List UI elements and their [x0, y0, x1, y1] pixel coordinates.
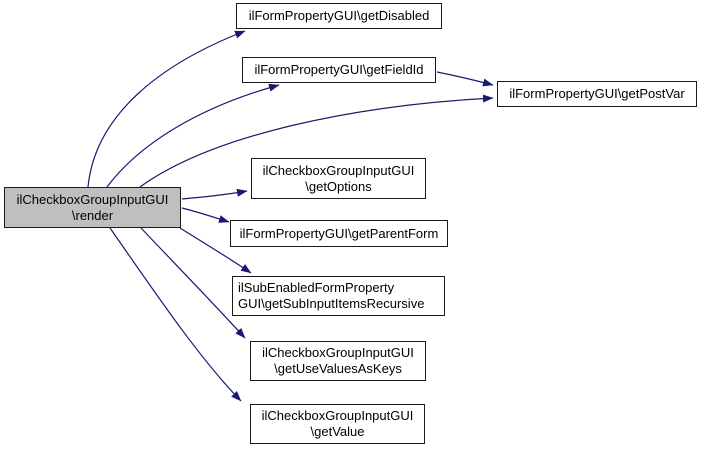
node-get-value-label-line1: ilCheckboxGroupInputGUI [261, 408, 414, 423]
node-render-label-line2: \render [71, 207, 114, 223]
node-get-sub-input-items-recursive-label-line2: GUI\getSubInputItemsRecursive [238, 296, 425, 311]
node-get-sub-input-items-recursive[interactable]: ilSubEnabledFormProperty GUI\getSubInput… [232, 276, 445, 316]
node-get-use-values-as-keys-label-line1: ilCheckboxGroupInputGUI [262, 345, 414, 360]
node-get-parent-form[interactable]: ilFormPropertyGUI\getParentForm [230, 220, 448, 247]
edge-render-to-getvalue [109, 227, 242, 402]
node-get-field-id[interactable]: ilFormPropertyGUI\getFieldId [242, 57, 436, 83]
node-get-value[interactable]: ilCheckboxGroupInputGUI \getValue [250, 404, 425, 444]
node-get-post-var[interactable]: ilFormPropertyGUI\getPostVar [497, 81, 697, 107]
edge-render-to-getfieldid [106, 83, 280, 188]
edge-render-to-getpostvar [139, 94, 494, 188]
node-get-post-var-label: ilFormPropertyGUI\getPostVar [509, 86, 685, 101]
node-get-value-label-line2: \getValue [310, 424, 365, 439]
node-get-options-label-line2: \getOptions [305, 178, 372, 194]
node-render-label-line1: ilCheckboxGroupInputGUI [16, 191, 169, 207]
edge-render-to-getdisabled [87, 30, 246, 188]
node-get-options[interactable]: ilCheckboxGroupInputGUI \getOptions [251, 158, 426, 199]
edge-render-to-getparentform [181, 207, 230, 223]
node-get-disabled-label: ilFormPropertyGUI\getDisabled [248, 8, 430, 23]
edge-getfieldid-to-getpostvar [436, 71, 494, 87]
node-render: ilCheckboxGroupInputGUI \render [4, 187, 181, 228]
node-get-use-values-as-keys-label-line2: \getUseValuesAsKeys [274, 361, 402, 376]
node-get-parent-form-label: ilFormPropertyGUI\getParentForm [239, 225, 439, 241]
node-get-disabled[interactable]: ilFormPropertyGUI\getDisabled [236, 3, 442, 29]
edge-render-to-getoptions [181, 188, 248, 200]
node-get-use-values-as-keys[interactable]: ilCheckboxGroupInputGUI \getUseValuesAsK… [250, 341, 426, 381]
node-get-options-label-line1: ilCheckboxGroupInputGUI [262, 162, 415, 178]
node-get-sub-input-items-recursive-label-line1: ilSubEnabledFormProperty [238, 280, 395, 295]
node-get-field-id-label: ilFormPropertyGUI\getFieldId [254, 62, 424, 77]
edge-render-to-getusevaluesaskeys [140, 227, 246, 339]
edge-render-to-getsubinputitemsrecursive [179, 227, 252, 274]
